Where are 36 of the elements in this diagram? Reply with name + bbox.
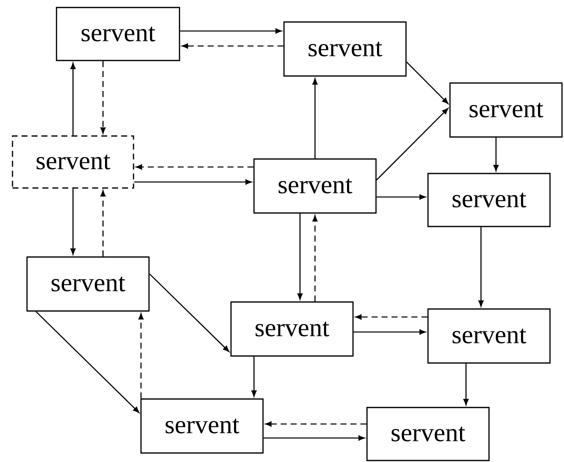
process-box: servent bbox=[366, 406, 490, 462]
arrow bbox=[354, 329, 426, 335]
process-box: servent bbox=[56, 6, 180, 62]
arrow bbox=[70, 62, 76, 136]
arrow bbox=[463, 364, 469, 406]
process-box: servent bbox=[253, 158, 377, 214]
arrow bbox=[376, 194, 426, 200]
process-box: servent bbox=[427, 308, 551, 364]
process-box: servent bbox=[283, 21, 407, 77]
arrow bbox=[180, 28, 282, 34]
arrow bbox=[36, 311, 140, 413]
arrow bbox=[70, 188, 76, 255]
process-box: servent bbox=[230, 301, 354, 357]
arrow bbox=[312, 78, 318, 158]
process-box: servent bbox=[427, 172, 551, 228]
process-box: servent bbox=[26, 256, 150, 312]
arrow bbox=[406, 62, 448, 104]
arrow bbox=[251, 356, 257, 397]
arrow bbox=[478, 227, 484, 307]
arrow bbox=[264, 435, 365, 441]
process-box: servent bbox=[449, 82, 563, 138]
arrow bbox=[312, 215, 318, 302]
arrow bbox=[376, 108, 448, 180]
arrow bbox=[493, 138, 499, 172]
arrow bbox=[100, 190, 106, 256]
arrow bbox=[297, 214, 303, 300]
arrow bbox=[100, 61, 106, 134]
arrow bbox=[182, 43, 284, 49]
process-box: servent bbox=[12, 135, 134, 189]
arrow bbox=[136, 164, 254, 170]
process-box: servent bbox=[140, 398, 264, 454]
arrow bbox=[265, 421, 366, 427]
arrow bbox=[149, 274, 230, 352]
arrow bbox=[355, 314, 428, 320]
arrow bbox=[134, 179, 252, 185]
arrow bbox=[138, 313, 144, 398]
